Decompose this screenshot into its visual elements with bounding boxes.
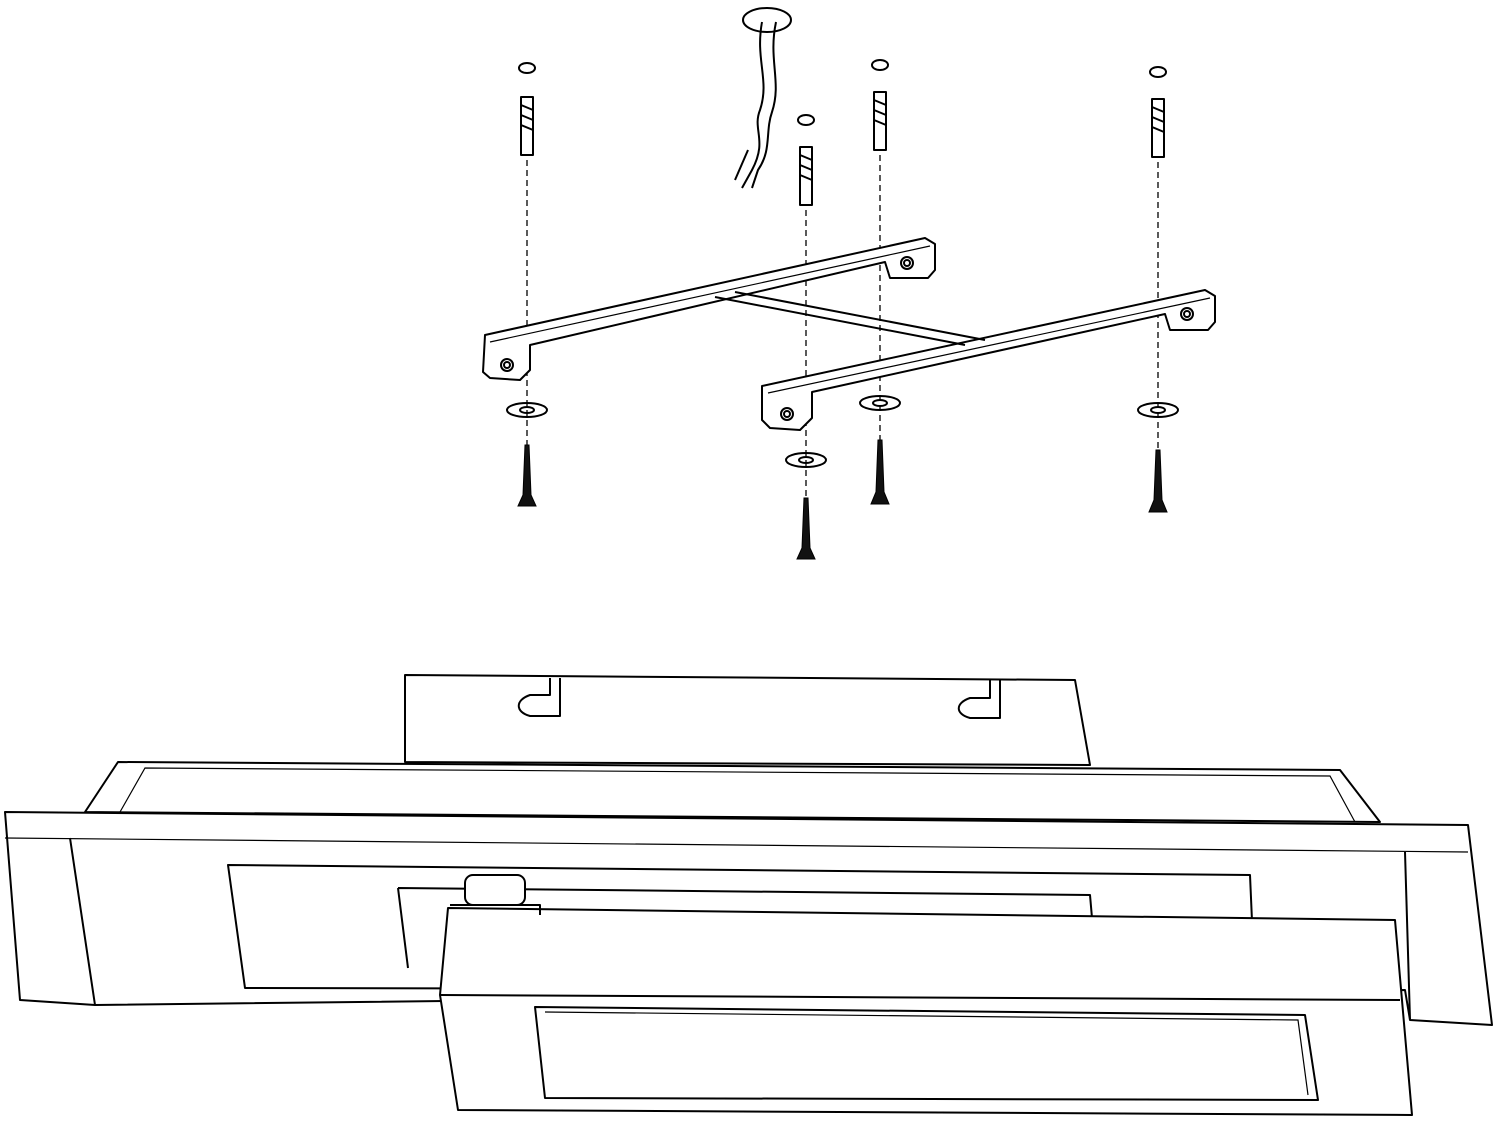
- washers: [506, 395, 1179, 468]
- screw: [1148, 449, 1168, 513]
- washer: [506, 402, 548, 418]
- ceiling-cable-outlet: [734, 7, 792, 189]
- washer: [785, 452, 827, 468]
- screws: [517, 439, 1168, 560]
- screw: [870, 439, 890, 505]
- wall-plug: [1149, 66, 1167, 158]
- screw: [796, 497, 816, 560]
- mounting-bracket: [482, 237, 1216, 431]
- wall-plugs: [518, 59, 1167, 206]
- screw: [517, 444, 537, 507]
- washer: [1137, 402, 1179, 418]
- washer: [859, 395, 901, 411]
- wall-plug: [797, 114, 815, 206]
- wall-plug: [871, 59, 889, 151]
- luminaire-front-panel: [439, 874, 1413, 1116]
- wall-plug: [518, 62, 536, 156]
